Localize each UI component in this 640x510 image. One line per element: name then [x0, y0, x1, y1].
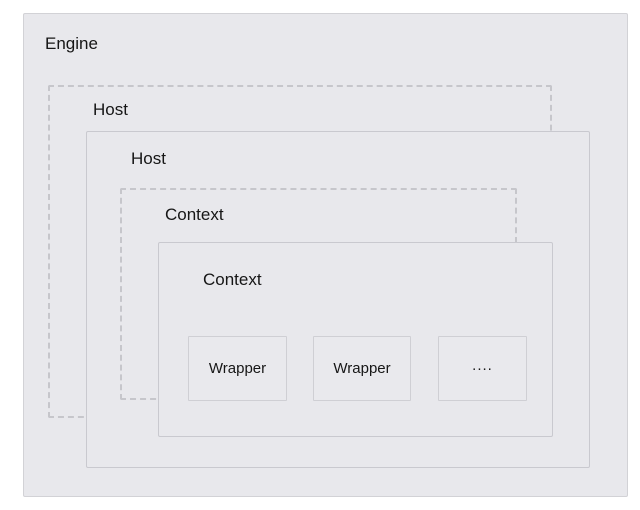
wrapper-card: Wrapper [188, 336, 287, 401]
wrapper-card: Wrapper [313, 336, 411, 401]
context-label-solid: Context [203, 270, 262, 289]
ellipsis-label: .... [472, 357, 493, 374]
host-label-dashed: Host [93, 100, 128, 119]
wrapper-card-label: Wrapper [208, 360, 267, 377]
engine-label: Engine [45, 34, 98, 53]
wrapper-card-label: Wrapper [333, 360, 391, 377]
host-label-solid: Host [131, 149, 166, 168]
context-label-dashed: Context [165, 205, 224, 224]
wrapper-ellipsis-card: .... [438, 336, 527, 401]
